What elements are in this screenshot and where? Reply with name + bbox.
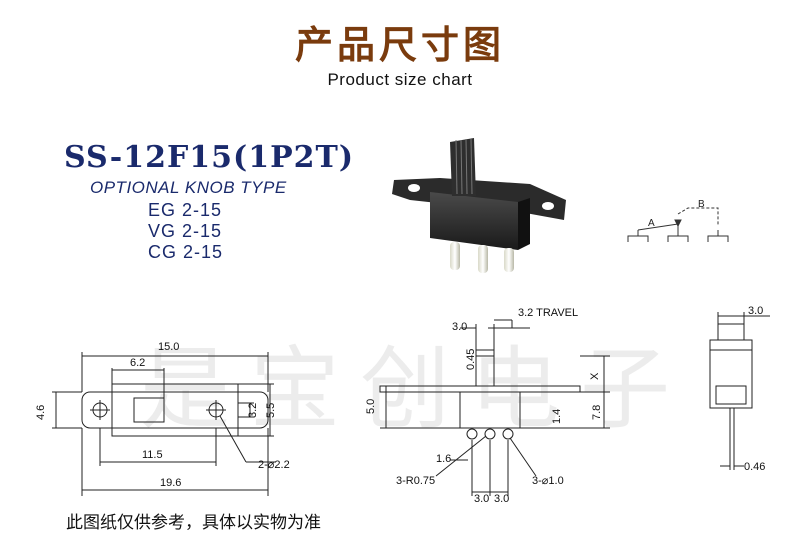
dim-body: 5.0	[365, 399, 377, 414]
circuit-schematic: A B	[627, 200, 729, 242]
dim-travel: 3.2 TRAVEL	[518, 307, 578, 319]
schematic-label-a: A	[648, 218, 655, 229]
page-subtitle: Product size chart	[327, 70, 473, 89]
knob-type-list: EG 2-15 VG 2-15 CG 2-15	[148, 200, 223, 263]
front-view-drawing: 15.0 6.2 4.6 3.2 5.5 11.5 19.6 2-⌀2.2	[35, 341, 290, 496]
radius-note: 3-R0.75	[396, 475, 435, 487]
page-title: 产品尺寸图	[294, 23, 505, 67]
knob-type-item: VG 2-15	[148, 221, 223, 241]
dim-hole-pitch-v: 3.2	[247, 403, 259, 418]
end-dim-pin-thickness: 0.46	[744, 461, 765, 473]
side-view-drawing: 3.0 3.2 TRAVEL 0.45 X 5.0 1.4 7.8 1.6 3-…	[365, 307, 610, 505]
dim-total: 7.8	[591, 405, 603, 420]
watermark-text: 是宝创电子	[140, 337, 690, 442]
dim-knob-window: 6.2	[130, 357, 145, 369]
dim-pitch-1: 3.0	[474, 493, 489, 505]
dim-pin-offset: 1.6	[436, 453, 451, 465]
dim-pitch-2: 3.0	[494, 493, 509, 505]
dim-pin-height: 1.4	[551, 409, 563, 424]
knob-options-heading: OPTIONAL KNOB TYPE	[90, 178, 287, 197]
disclaimer-note: 此图纸仅供参考，具体以实物为准	[66, 513, 321, 533]
end-view-drawing: 3.0 0.46	[709, 305, 770, 473]
end-dim-width: 3.0	[748, 305, 763, 317]
pin-hole-note: 3-⌀1.0	[532, 475, 564, 487]
dim-x: X	[589, 372, 601, 380]
schematic-label-b: B	[698, 200, 705, 210]
dim-overall-bottom: 19.6	[160, 477, 181, 489]
dim-knob-width: 3.0	[452, 321, 467, 333]
knob-type-item: CG 2-15	[148, 242, 224, 262]
dim-height: 4.6	[35, 405, 47, 420]
product-photo	[392, 138, 566, 273]
hole-note: 2-⌀2.2	[258, 459, 290, 471]
dim-hole-span: 11.5	[142, 449, 163, 461]
dim-body-height: 5.5	[265, 403, 277, 418]
model-number: SS-12F15(1P2T)	[64, 140, 355, 175]
dim-knob-slot: 0.45	[465, 349, 477, 370]
knob-type-item: EG 2-15	[148, 200, 223, 220]
dim-overall-top: 15.0	[158, 341, 179, 353]
